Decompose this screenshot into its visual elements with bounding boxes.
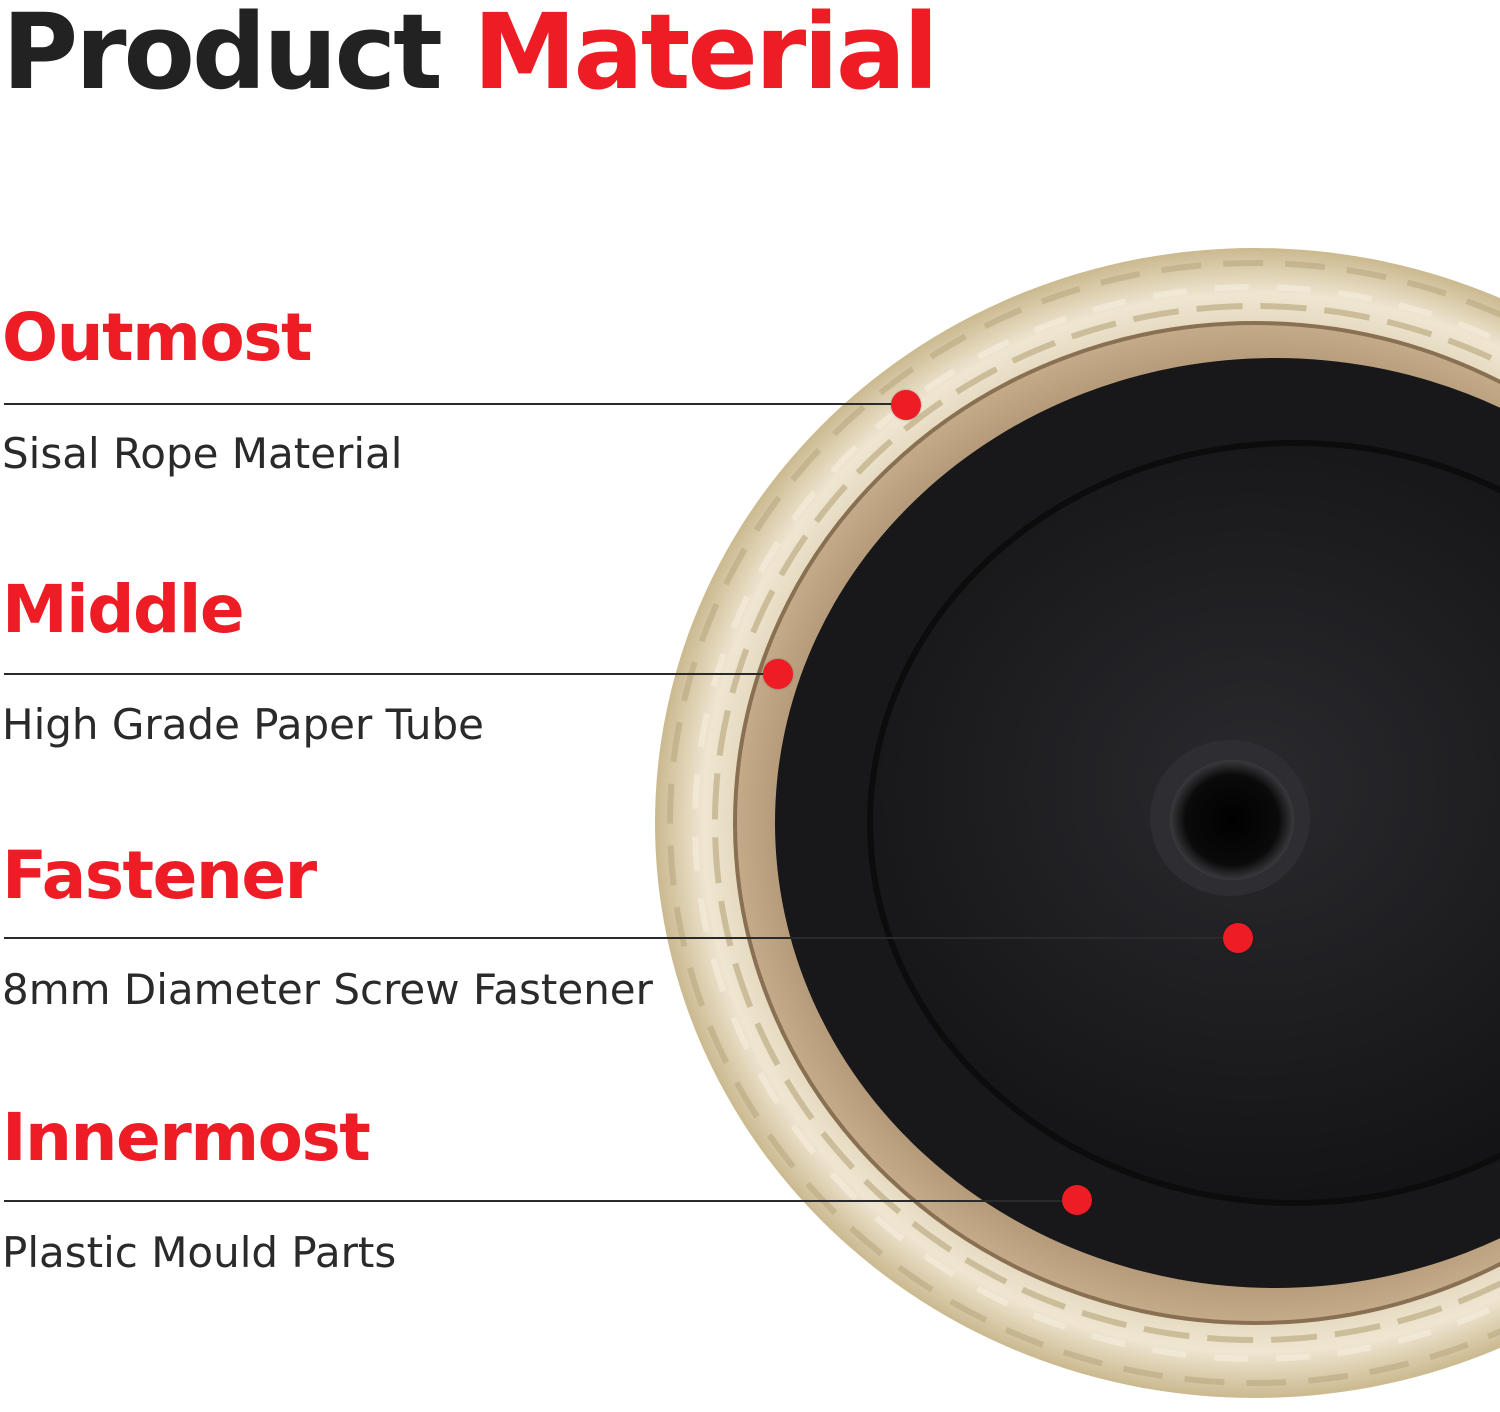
- leader-line: [4, 937, 1236, 939]
- marker-dot-middle: [763, 659, 793, 689]
- callout-description: Sisal Rope Material: [2, 429, 403, 478]
- marker-dot-outmost: [891, 390, 921, 420]
- callout-heading: Innermost: [2, 1099, 371, 1176]
- marker-dot-fastener: [1223, 923, 1253, 953]
- post-cross-section-image: [655, 248, 1500, 1398]
- callout-description: High Grade Paper Tube: [2, 700, 484, 749]
- callout-heading: Fastener: [2, 837, 317, 914]
- leader-line: [4, 1200, 1076, 1202]
- title-part-material: Material: [473, 0, 939, 113]
- marker-dot-innermost: [1062, 1185, 1092, 1215]
- rope-strands: [667, 260, 1500, 1386]
- callout-description: 8mm Diameter Screw Fastener: [2, 965, 653, 1014]
- callout-heading: Outmost: [2, 299, 313, 376]
- leader-line: [4, 403, 904, 405]
- screw-hole: [1170, 760, 1294, 880]
- callout-heading: Middle: [2, 571, 245, 648]
- post-cross-section-svg: [655, 248, 1500, 1398]
- leader-line: [4, 673, 776, 675]
- page-title: Product Material: [2, 0, 939, 115]
- title-part-product: Product: [2, 0, 443, 113]
- callout-description: Plastic Mould Parts: [2, 1228, 397, 1277]
